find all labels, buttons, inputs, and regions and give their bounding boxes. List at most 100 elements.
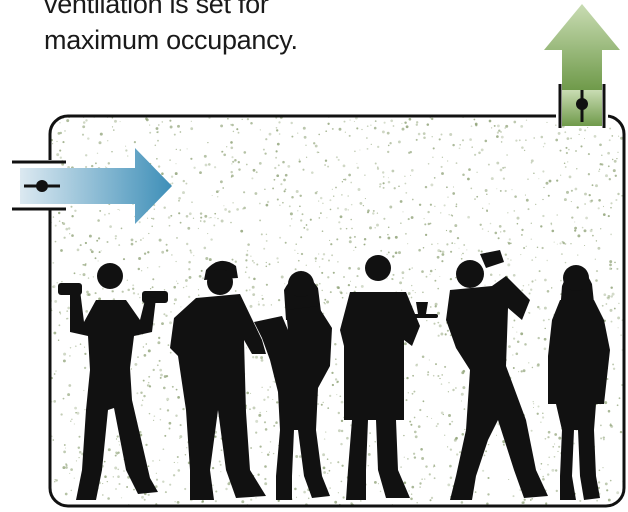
- air-particle: [392, 273, 395, 276]
- air-particle: [429, 222, 432, 225]
- air-particle: [266, 453, 270, 456]
- air-particle: [260, 356, 264, 360]
- air-particle: [199, 220, 202, 222]
- air-particle: [79, 343, 82, 345]
- air-particle: [163, 206, 166, 209]
- air-particle: [383, 121, 386, 124]
- air-particle: [260, 233, 263, 236]
- air-particle: [203, 220, 206, 223]
- air-particle: [615, 198, 618, 202]
- air-particle: [521, 289, 524, 292]
- air-particle: [348, 240, 352, 244]
- air-particle: [332, 195, 335, 197]
- air-particle: [156, 131, 158, 134]
- air-particle: [321, 271, 324, 274]
- air-particle: [275, 150, 278, 153]
- air-particle: [90, 250, 94, 254]
- air-particle: [387, 144, 390, 147]
- air-particle: [357, 188, 361, 191]
- air-particle: [210, 238, 213, 241]
- air-particle: [115, 438, 118, 440]
- air-particle: [539, 468, 542, 470]
- air-particle: [604, 401, 608, 405]
- air-particle: [566, 137, 570, 140]
- air-particle: [54, 240, 57, 243]
- air-particle: [609, 127, 612, 130]
- air-particle: [413, 416, 416, 419]
- air-particle: [416, 363, 418, 365]
- air-particle: [363, 243, 366, 246]
- air-particle: [387, 226, 390, 229]
- air-particle: [528, 292, 531, 295]
- air-particle: [404, 121, 407, 124]
- air-particle: [250, 255, 252, 257]
- air-particle: [174, 501, 176, 503]
- air-particle: [258, 301, 260, 303]
- air-particle: [364, 198, 366, 200]
- air-particle: [583, 229, 587, 233]
- air-particle: [156, 130, 160, 134]
- air-particle: [170, 311, 172, 313]
- air-particle: [182, 179, 185, 183]
- air-particle: [336, 380, 339, 383]
- air-particle: [307, 497, 310, 500]
- air-particle: [446, 329, 449, 332]
- air-particle: [172, 474, 176, 477]
- air-particle: [380, 249, 383, 252]
- air-particle: [410, 296, 413, 299]
- air-particle: [562, 241, 565, 245]
- air-particle: [616, 157, 618, 160]
- air-particle: [65, 466, 68, 469]
- air-particle: [484, 139, 488, 143]
- air-particle: [337, 286, 340, 290]
- air-particle: [299, 194, 302, 198]
- air-particle: [273, 424, 276, 427]
- air-particle: [52, 439, 55, 441]
- air-particle: [52, 143, 54, 145]
- air-particle: [82, 263, 85, 266]
- air-particle: [403, 456, 405, 458]
- air-particle: [610, 320, 613, 323]
- air-particle: [165, 249, 169, 252]
- air-particle: [142, 399, 144, 401]
- air-particle: [529, 499, 532, 501]
- air-particle: [190, 251, 193, 254]
- air-particle: [405, 125, 409, 129]
- air-particle: [321, 257, 324, 261]
- air-particle: [103, 460, 106, 463]
- air-particle: [331, 254, 334, 257]
- air-particle: [478, 151, 481, 155]
- air-particle: [245, 289, 248, 292]
- air-particle: [537, 336, 540, 340]
- air-particle: [464, 428, 466, 431]
- air-particle: [376, 212, 379, 214]
- air-particle: [528, 312, 531, 314]
- air-particle: [410, 423, 413, 426]
- air-particle: [556, 243, 558, 245]
- air-particle: [241, 500, 245, 504]
- air-particle: [230, 146, 234, 150]
- air-particle: [219, 180, 223, 184]
- air-particle: [336, 207, 340, 210]
- air-particle: [297, 252, 299, 254]
- air-particle: [611, 135, 614, 137]
- air-particle: [327, 259, 331, 262]
- air-particle: [409, 420, 412, 423]
- air-particle: [244, 271, 247, 273]
- air-particle: [231, 258, 234, 261]
- air-particle: [252, 293, 256, 297]
- air-particle: [543, 306, 547, 310]
- air-particle: [413, 390, 416, 393]
- air-particle: [408, 117, 412, 121]
- air-particle: [249, 408, 251, 410]
- air-particle: [323, 302, 325, 304]
- air-particle: [449, 448, 453, 451]
- air-particle: [138, 257, 142, 260]
- air-particle: [574, 226, 578, 230]
- air-particle: [512, 495, 515, 498]
- air-particle: [400, 222, 402, 224]
- air-particle: [563, 198, 567, 202]
- air-particle: [585, 216, 588, 220]
- air-particle: [347, 195, 349, 197]
- air-particle: [618, 397, 621, 400]
